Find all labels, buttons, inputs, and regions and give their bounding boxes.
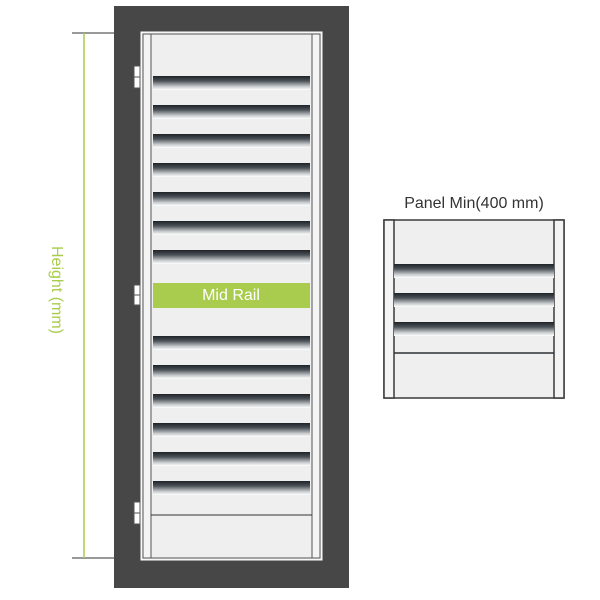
louver bbox=[153, 365, 310, 379]
louver-group-top bbox=[153, 76, 310, 264]
panel-min-left-stile bbox=[383, 219, 395, 399]
hinge-top bbox=[133, 65, 141, 89]
louver bbox=[153, 452, 310, 466]
panel-min-louvers bbox=[394, 264, 554, 336]
louver bbox=[153, 134, 310, 148]
louver bbox=[153, 221, 310, 235]
panel-min-body bbox=[383, 219, 565, 399]
louver bbox=[394, 293, 554, 307]
hinge-bottom bbox=[133, 501, 141, 525]
louver bbox=[153, 163, 310, 177]
louver-group-bottom bbox=[153, 336, 310, 495]
louver bbox=[153, 481, 310, 495]
mid-rail-label: Mid Rail bbox=[202, 287, 260, 304]
louver bbox=[153, 336, 310, 350]
panel-min-detail: Panel Min(400 mm) bbox=[383, 195, 565, 399]
louver bbox=[153, 423, 310, 437]
panel-min-label: Panel Min(400 mm) bbox=[404, 195, 544, 212]
hinge-middle bbox=[133, 284, 141, 306]
mid-rail bbox=[153, 283, 310, 308]
louver bbox=[153, 394, 310, 408]
louver bbox=[153, 250, 310, 264]
left-stile bbox=[142, 33, 152, 559]
right-stile bbox=[311, 33, 321, 559]
height-dimension: Height (mm) bbox=[48, 32, 135, 559]
louver bbox=[153, 76, 310, 90]
shutter-panel: Mid Rail bbox=[140, 31, 323, 561]
hinges bbox=[133, 65, 141, 525]
height-label: Height (mm) bbox=[48, 246, 65, 334]
louver bbox=[394, 264, 554, 278]
louver bbox=[153, 105, 310, 119]
panel-min-right-stile bbox=[553, 219, 565, 399]
louver bbox=[153, 192, 310, 206]
louver bbox=[394, 322, 554, 336]
